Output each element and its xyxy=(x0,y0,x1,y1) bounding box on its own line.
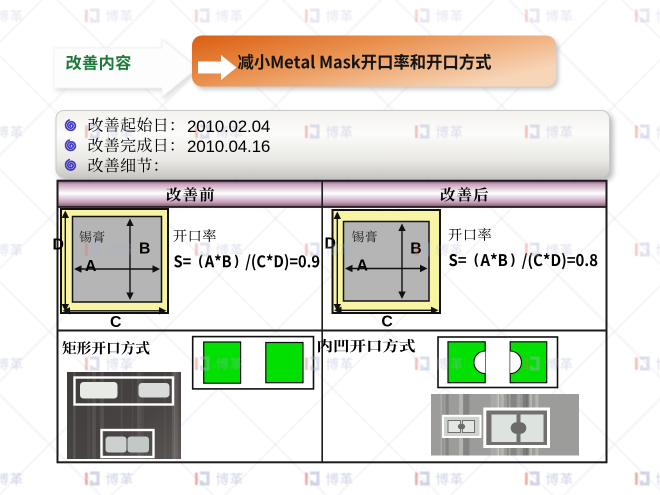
svg-text:A: A xyxy=(85,258,96,275)
svg-text:D: D xyxy=(325,236,336,253)
svg-text:D: D xyxy=(53,237,64,254)
svg-text:B: B xyxy=(139,241,150,258)
svg-text:A: A xyxy=(357,258,368,275)
svg-text:C: C xyxy=(381,313,392,330)
svg-text:C: C xyxy=(110,314,121,331)
